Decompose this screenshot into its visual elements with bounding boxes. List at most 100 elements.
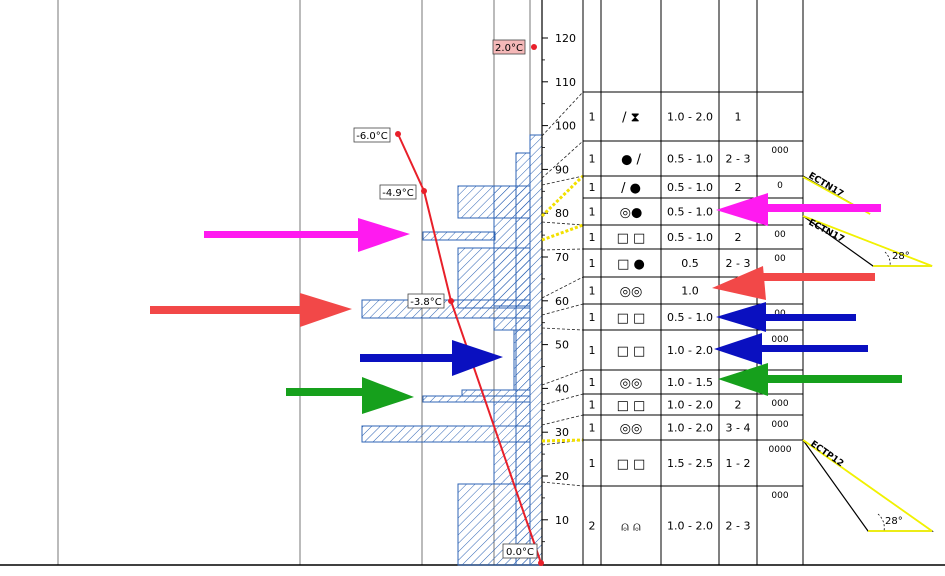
axis-tick-label: 10 [555,514,569,527]
temp-label: 0.0°C [502,543,538,559]
table-cell-count: 2 - 3 [726,520,751,533]
svg-text:28°: 28° [885,516,903,527]
green-arrow-right [718,363,902,396]
log-table: 1 / ⧗ 1.0 - 2.0 1 1 ● / 0.5 - 1.0 2 - 3 000 1 / ● 0… [582,0,804,565]
table-cell-code: 000 [771,420,788,430]
axis-tick-label: 20 [555,470,569,483]
table-cell-count: 3 - 4 [726,422,751,435]
table-cell-symbols: / ● [621,181,641,196]
axis-tick-label: 120 [555,32,576,45]
table-cell-n: 1 [589,181,596,194]
axis-tick-label: 50 [555,339,569,352]
table-cell-n: 1 [589,376,596,389]
svg-text:2.0°C: 2.0°C [495,43,523,54]
table-cell-range: 1.0 - 2.0 [667,520,713,533]
table-cell-count: 2 [735,231,742,244]
table-cell-symbols: ◎◎ [620,422,643,437]
axis-tick-label: 30 [555,426,569,439]
table-cell-symbols: ◎● [620,206,643,221]
temp-point [395,131,401,137]
magenta-arrow-right [716,193,881,226]
axis-tick-label: 90 [555,163,569,176]
svg-text:-6.0°C: -6.0°C [356,131,388,142]
table-cell-symbols: □ □ [617,457,646,472]
table-cell-n: 1 [589,457,596,470]
table-cell-symbols: ⍝ ⍝ [621,520,641,535]
temp-label-surface: 2.0°C [492,39,526,55]
layer-connectors [541,91,584,487]
svg-text:28°: 28° [892,251,910,262]
table-cell-n: 1 [589,111,596,124]
temperature-line [397,133,542,564]
temp-point-bottom [538,560,544,566]
table-cell-range: 1.5 - 2.5 [667,457,713,470]
table-cell-range: 0.5 - 1.0 [667,153,713,166]
table-cell-n: 1 [589,422,596,435]
table-cell-n: 1 [589,206,596,219]
blue-arrow-right-2 [714,333,868,365]
table-cell-symbols: ◎◎ [620,376,643,391]
table-cell-code: 000 [771,146,788,156]
table-cell-symbols: □ □ [617,231,646,246]
temp-point [421,188,427,194]
table-cell-count: 2 [735,181,742,194]
table-cell-range: 1.0 - 2.0 [667,344,713,357]
table-cell-n: 2 [589,520,596,533]
table-cell-symbols: □ □ [617,399,646,414]
temperature-profile: 2.0°C -6.0°C -4.9°C -3.8°C 0.0°C [353,39,544,566]
table-cell-code: 0000 [769,445,792,455]
ectn17-wedge-2: ECTN17 28° [802,215,933,267]
table-cell-count: 1 [735,111,742,124]
blue-arrow-right-1 [716,302,856,332]
table-cell-symbols: □ ● [617,257,645,272]
table-cell-symbols: □ □ [617,344,646,359]
table-cell-range: 0.5 [681,257,699,270]
axis-tick-label: 40 [555,382,569,395]
temp-point-top [531,44,537,50]
table-cell-symbols: ● / [621,153,641,168]
table-cell-code: 000 [771,399,788,409]
table-cell-count: 2 - 3 [726,153,751,166]
table-cell-range: 1.0 - 1.5 [667,376,713,389]
table-cell-range: 1.0 [681,285,699,298]
green-arrow-left [286,377,414,414]
magenta-arrow-left [204,218,410,252]
blue-arrow-left [360,340,503,376]
red-arrow-right [712,266,875,300]
table-cell-count: 2 - 3 [726,257,751,270]
table-cell-code: 000 [771,335,788,345]
table-cell-n: 1 [589,344,596,357]
svg-text:ECTN17: ECTN17 [807,218,846,245]
table-cell-n: 1 [589,285,596,298]
axis-tick-label: 100 [555,120,576,133]
temp-label: -4.9°C [379,184,417,200]
svg-text:-3.8°C: -3.8°C [410,297,442,308]
axis-tick-label: 110 [555,76,576,89]
table-cell-range: 0.5 - 1.0 [667,231,713,244]
svg-text:0.0°C: 0.0°C [506,547,534,558]
table-cell-symbols: / ⧗ [622,111,640,126]
table-cell-n: 1 [589,231,596,244]
table-cell-range: 1.0 - 2.0 [667,111,713,124]
table-cell-n: 1 [589,257,596,270]
table-cell-range: 1.0 - 2.0 [667,422,713,435]
temp-label: -6.0°C [353,127,391,143]
red-arrow-left [150,293,352,327]
table-cell-count: 2 [735,399,742,412]
svg-text:-4.9°C: -4.9°C [382,188,414,199]
svg-text:ECTN17: ECTN17 [806,171,845,200]
table-cell-symbols: □ □ [617,311,646,326]
table-cell-code: 00 [774,230,786,240]
axis-tick-label: 80 [555,207,569,220]
annotation-arrows [150,193,902,414]
weak-layer-markers [540,174,585,443]
table-cell-code: 000 [771,491,788,501]
table-cell-range: 0.5 - 1.0 [667,206,713,219]
table-cell-code: 00 [774,254,786,264]
table-cell-count: 1 - 2 [726,457,751,470]
hardness-profile [361,134,543,566]
table-cell-range: 1.0 - 2.0 [667,399,713,412]
table-cell-range: 0.5 - 1.0 [667,181,713,194]
